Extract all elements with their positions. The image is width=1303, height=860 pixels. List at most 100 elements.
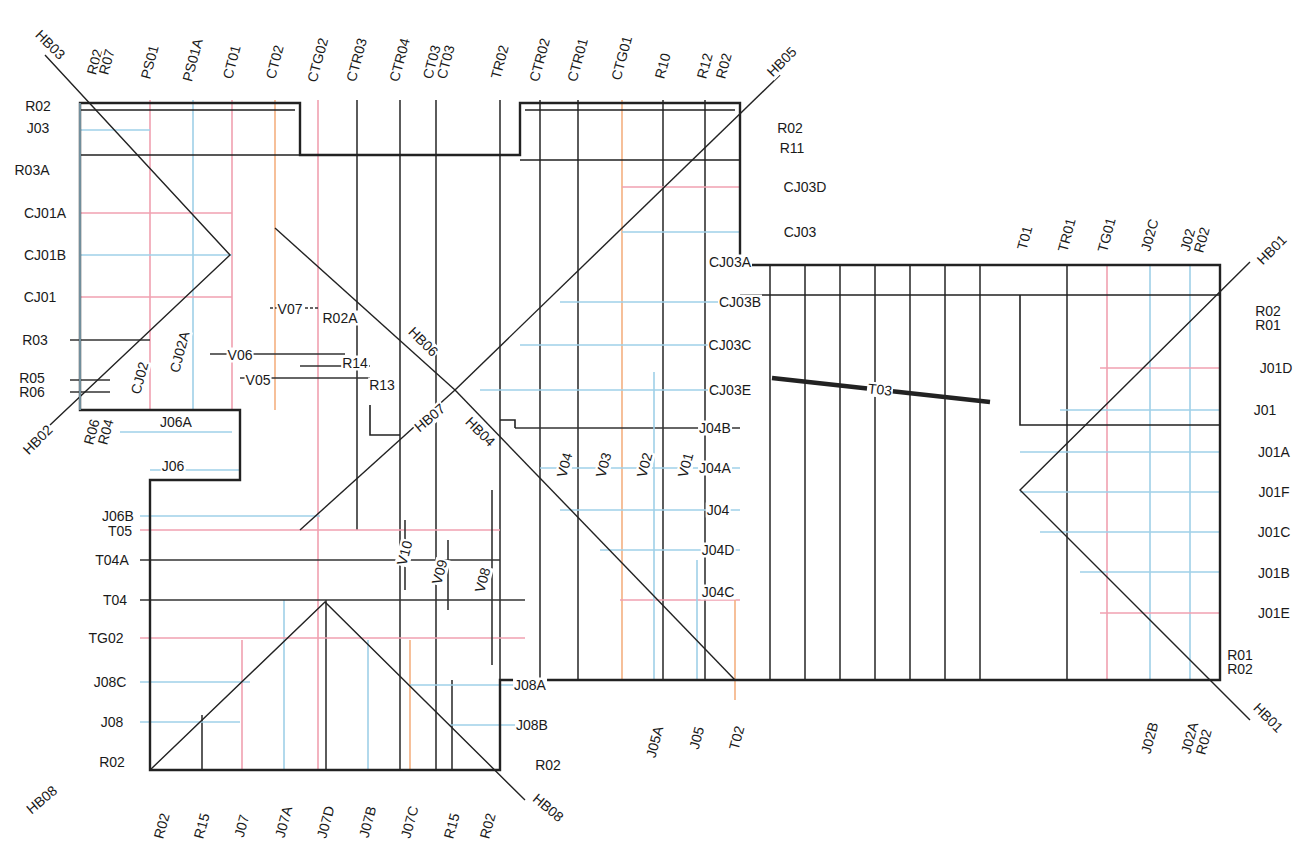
member-label: T05: [107, 524, 133, 539]
member-label: J04B: [698, 421, 732, 436]
member-label: T04: [102, 593, 128, 608]
member-label: J07C: [398, 803, 421, 840]
member-label: R02A: [321, 311, 358, 326]
member-label: J08B: [515, 718, 549, 733]
member-label: J03: [26, 121, 51, 136]
member-label: TR01: [1055, 216, 1079, 255]
member-label: CJ01B: [23, 248, 67, 263]
member-label: R02: [1226, 662, 1254, 677]
member-label: V01: [675, 450, 696, 480]
member-label: R06: [18, 385, 46, 400]
member-label: R02: [776, 121, 804, 136]
member-label: J08: [100, 715, 125, 730]
member-label: CJ03C: [708, 338, 753, 353]
member-label: J01: [1253, 403, 1278, 418]
member-label: V02: [634, 450, 655, 480]
member-label: HB08: [23, 782, 61, 817]
member-label: CJ02: [128, 359, 151, 396]
member-label: J01E: [1257, 606, 1291, 621]
member-label: V08: [472, 565, 493, 595]
member-label: CJ03: [783, 225, 818, 240]
member-label: J01F: [1257, 485, 1290, 500]
member-label: T01: [1014, 223, 1035, 252]
member-label: J06A: [159, 415, 193, 430]
member-label: J07B: [356, 804, 379, 841]
member-label: J07: [232, 812, 253, 840]
member-label: R02: [534, 758, 562, 773]
member-label: R13: [368, 378, 396, 393]
member-label: CTG01: [609, 33, 636, 82]
member-label: HB01: [1254, 232, 1291, 269]
member-label: R02: [151, 811, 173, 842]
member-label: R02: [713, 51, 735, 82]
member-label: R14: [341, 356, 369, 371]
member-label: V04: [554, 450, 575, 480]
member-label: CTR01: [565, 36, 591, 85]
member-label: CTR04: [387, 36, 413, 85]
member-label: R15: [191, 811, 213, 842]
member-label: V10: [394, 538, 415, 568]
member-label: R05: [18, 371, 46, 386]
member-label: J06B: [101, 509, 135, 524]
member-label: J06: [161, 459, 186, 474]
member-label: CJ03D: [783, 180, 828, 195]
member-label: R02: [24, 99, 52, 114]
member-label: R03A: [13, 163, 50, 178]
member-label: J08C: [93, 675, 128, 690]
member-label: CT02: [263, 43, 287, 82]
member-label: HB01: [1250, 700, 1287, 737]
member-label: J04C: [701, 585, 736, 600]
member-label: J08A: [513, 678, 547, 693]
member-label: CTG02: [305, 35, 332, 84]
member-label: CJ03A: [708, 255, 752, 270]
member-label: HB07: [411, 400, 449, 435]
member-label: CJ03B: [718, 295, 762, 310]
member-label: R02: [98, 755, 126, 770]
member-label: TG01: [1095, 215, 1119, 255]
member-label: J01D: [1259, 361, 1294, 376]
member-label: J07A: [272, 804, 295, 841]
member-label: J02B: [1138, 720, 1161, 757]
member-label: V05: [245, 373, 272, 388]
member-label: HB04: [462, 414, 499, 451]
member-label: PS01: [138, 43, 162, 82]
member-label: J04A: [698, 461, 732, 476]
member-label: R02: [477, 811, 499, 842]
member-label: T03: [866, 381, 894, 399]
member-label: HB08: [529, 790, 567, 825]
member-label: CJ01A: [23, 206, 67, 221]
member-label: J05A: [643, 724, 666, 761]
member-label: R10: [652, 51, 674, 82]
member-label: TR02: [488, 43, 512, 82]
member-label: CJ03E: [708, 383, 752, 398]
member-label: CTR03: [344, 36, 370, 85]
member-label: J01B: [1257, 566, 1291, 581]
member-label: R15: [441, 811, 463, 842]
member-label: R01: [1254, 318, 1282, 333]
member-label: J02C: [1138, 216, 1161, 253]
member-label: V03: [593, 450, 614, 480]
member-label: CTR02: [527, 36, 553, 85]
member-label: V07: [277, 302, 304, 317]
member-label: J01A: [1257, 445, 1291, 460]
member-label: T04A: [94, 553, 129, 568]
member-label: J07D: [314, 803, 337, 840]
member-label: J01C: [1257, 525, 1292, 540]
member-label: HB05: [764, 44, 801, 81]
member-label: J04D: [701, 543, 736, 558]
member-label: J05: [687, 724, 708, 752]
member-label: PS01A: [180, 36, 206, 84]
member-label: CJ01: [23, 290, 58, 305]
member-label: TG02: [87, 631, 124, 646]
member-label: J04: [706, 503, 731, 518]
member-label: V06: [227, 348, 254, 363]
member-label: T02: [726, 723, 747, 752]
member-label: R01: [1226, 648, 1254, 663]
member-label: CJ02A: [167, 329, 193, 375]
member-label: R02: [1254, 304, 1282, 319]
member-label: R03: [21, 333, 49, 348]
member-label: R11: [779, 141, 806, 156]
member-label: CT01: [220, 43, 244, 82]
member-label: HB03: [32, 27, 69, 64]
